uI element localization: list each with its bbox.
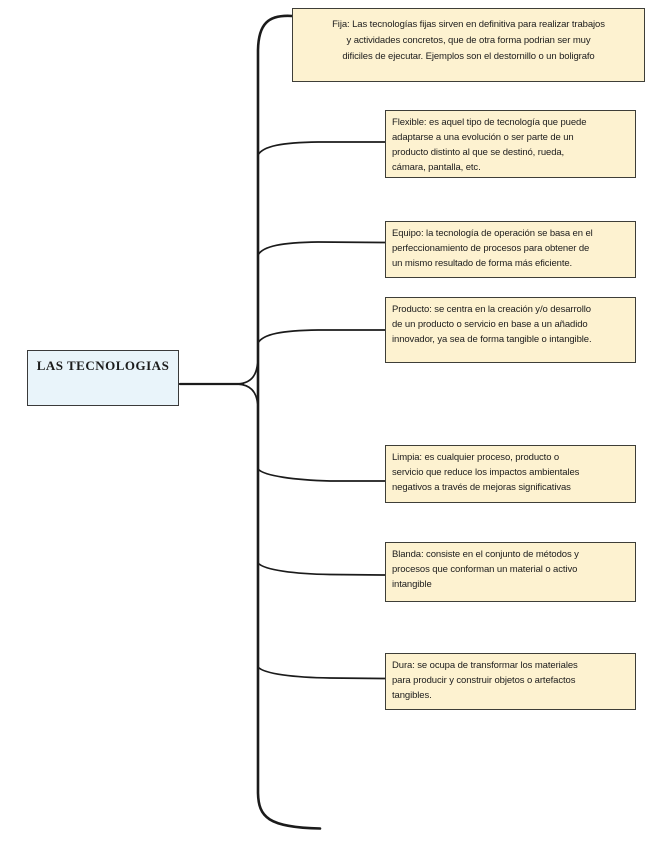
- connector-blanda: [257, 562, 386, 576]
- node-fija[interactable]: Fija: Las tecnologías fijas sirven en de…: [292, 8, 645, 82]
- connector-flexible: [257, 141, 386, 156]
- bracket-fork-down: [237, 383, 259, 404]
- connector-equipo: [257, 241, 386, 256]
- node-flexible[interactable]: Flexible: es aquel tipo de tecnología qu…: [385, 110, 636, 178]
- node-equipo[interactable]: Equipo: la tecnología de operación se ba…: [385, 221, 636, 278]
- node-producto[interactable]: Producto: se centra en la creación y/o d…: [385, 297, 636, 363]
- root-node-las-tecnologias[interactable]: LAS TECNOLOGIAS: [27, 350, 179, 406]
- connector-limpia: [257, 468, 386, 482]
- node-limpia[interactable]: Limpia: es cualquier proceso, producto o…: [385, 445, 636, 503]
- bracket-fork-up: [237, 363, 259, 385]
- node-dura[interactable]: Dura: se ocupa de transformar los materi…: [385, 653, 636, 710]
- spine-line: [256, 14, 322, 830]
- connector-producto: [257, 329, 386, 344]
- node-blanda[interactable]: Blanda: consiste en el conjunto de métod…: [385, 542, 636, 602]
- connector-dura: [257, 666, 386, 680]
